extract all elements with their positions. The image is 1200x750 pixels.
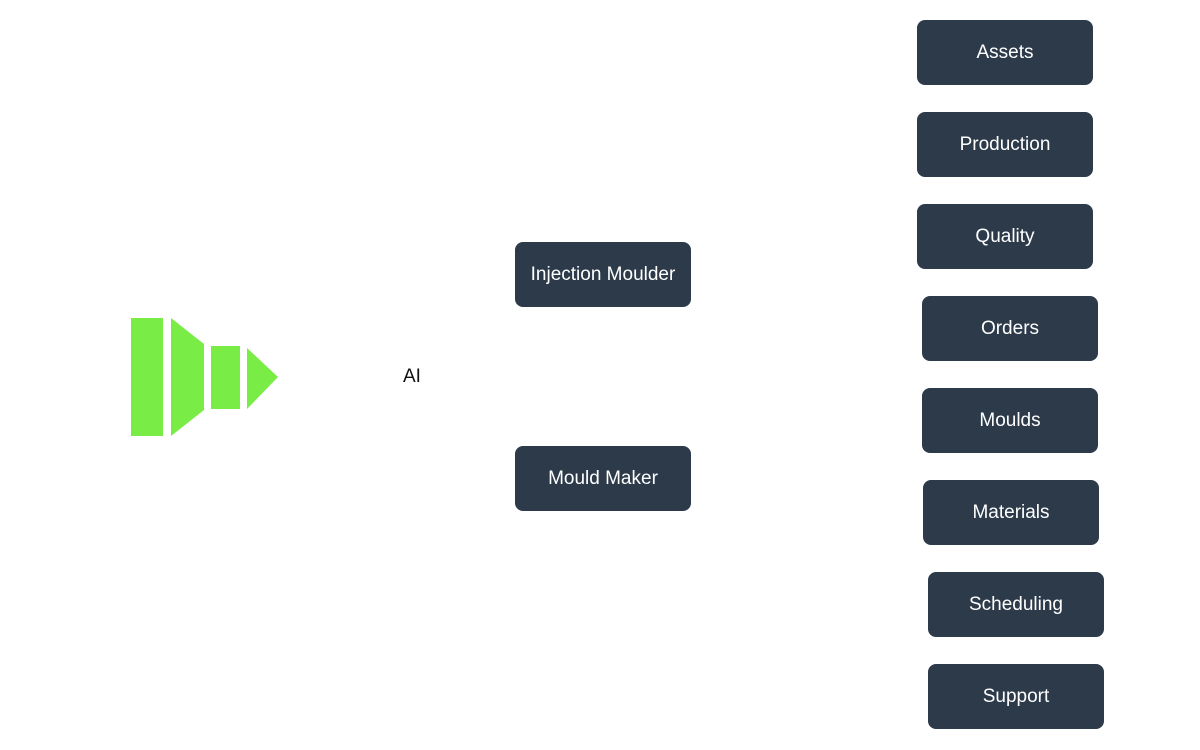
logo-icon bbox=[131, 318, 278, 436]
node-quality[interactable]: Quality bbox=[917, 204, 1093, 269]
node-scheduling[interactable]: Scheduling bbox=[928, 572, 1104, 637]
node-orders[interactable]: Orders bbox=[922, 296, 1098, 361]
ai-label: AI bbox=[403, 366, 421, 387]
logo-block-4 bbox=[247, 348, 278, 409]
node-moulds[interactable]: Moulds bbox=[922, 388, 1098, 453]
logo-block-2 bbox=[171, 318, 204, 436]
logo-block-3 bbox=[211, 346, 240, 409]
node-mould-maker[interactable]: Mould Maker bbox=[515, 446, 691, 511]
node-materials[interactable]: Materials bbox=[923, 480, 1099, 545]
node-support[interactable]: Support bbox=[928, 664, 1104, 729]
node-assets[interactable]: Assets bbox=[917, 20, 1093, 85]
logo-block-1 bbox=[131, 318, 163, 436]
node-injection-moulder[interactable]: Injection Moulder bbox=[515, 242, 691, 307]
node-production[interactable]: Production bbox=[917, 112, 1093, 177]
